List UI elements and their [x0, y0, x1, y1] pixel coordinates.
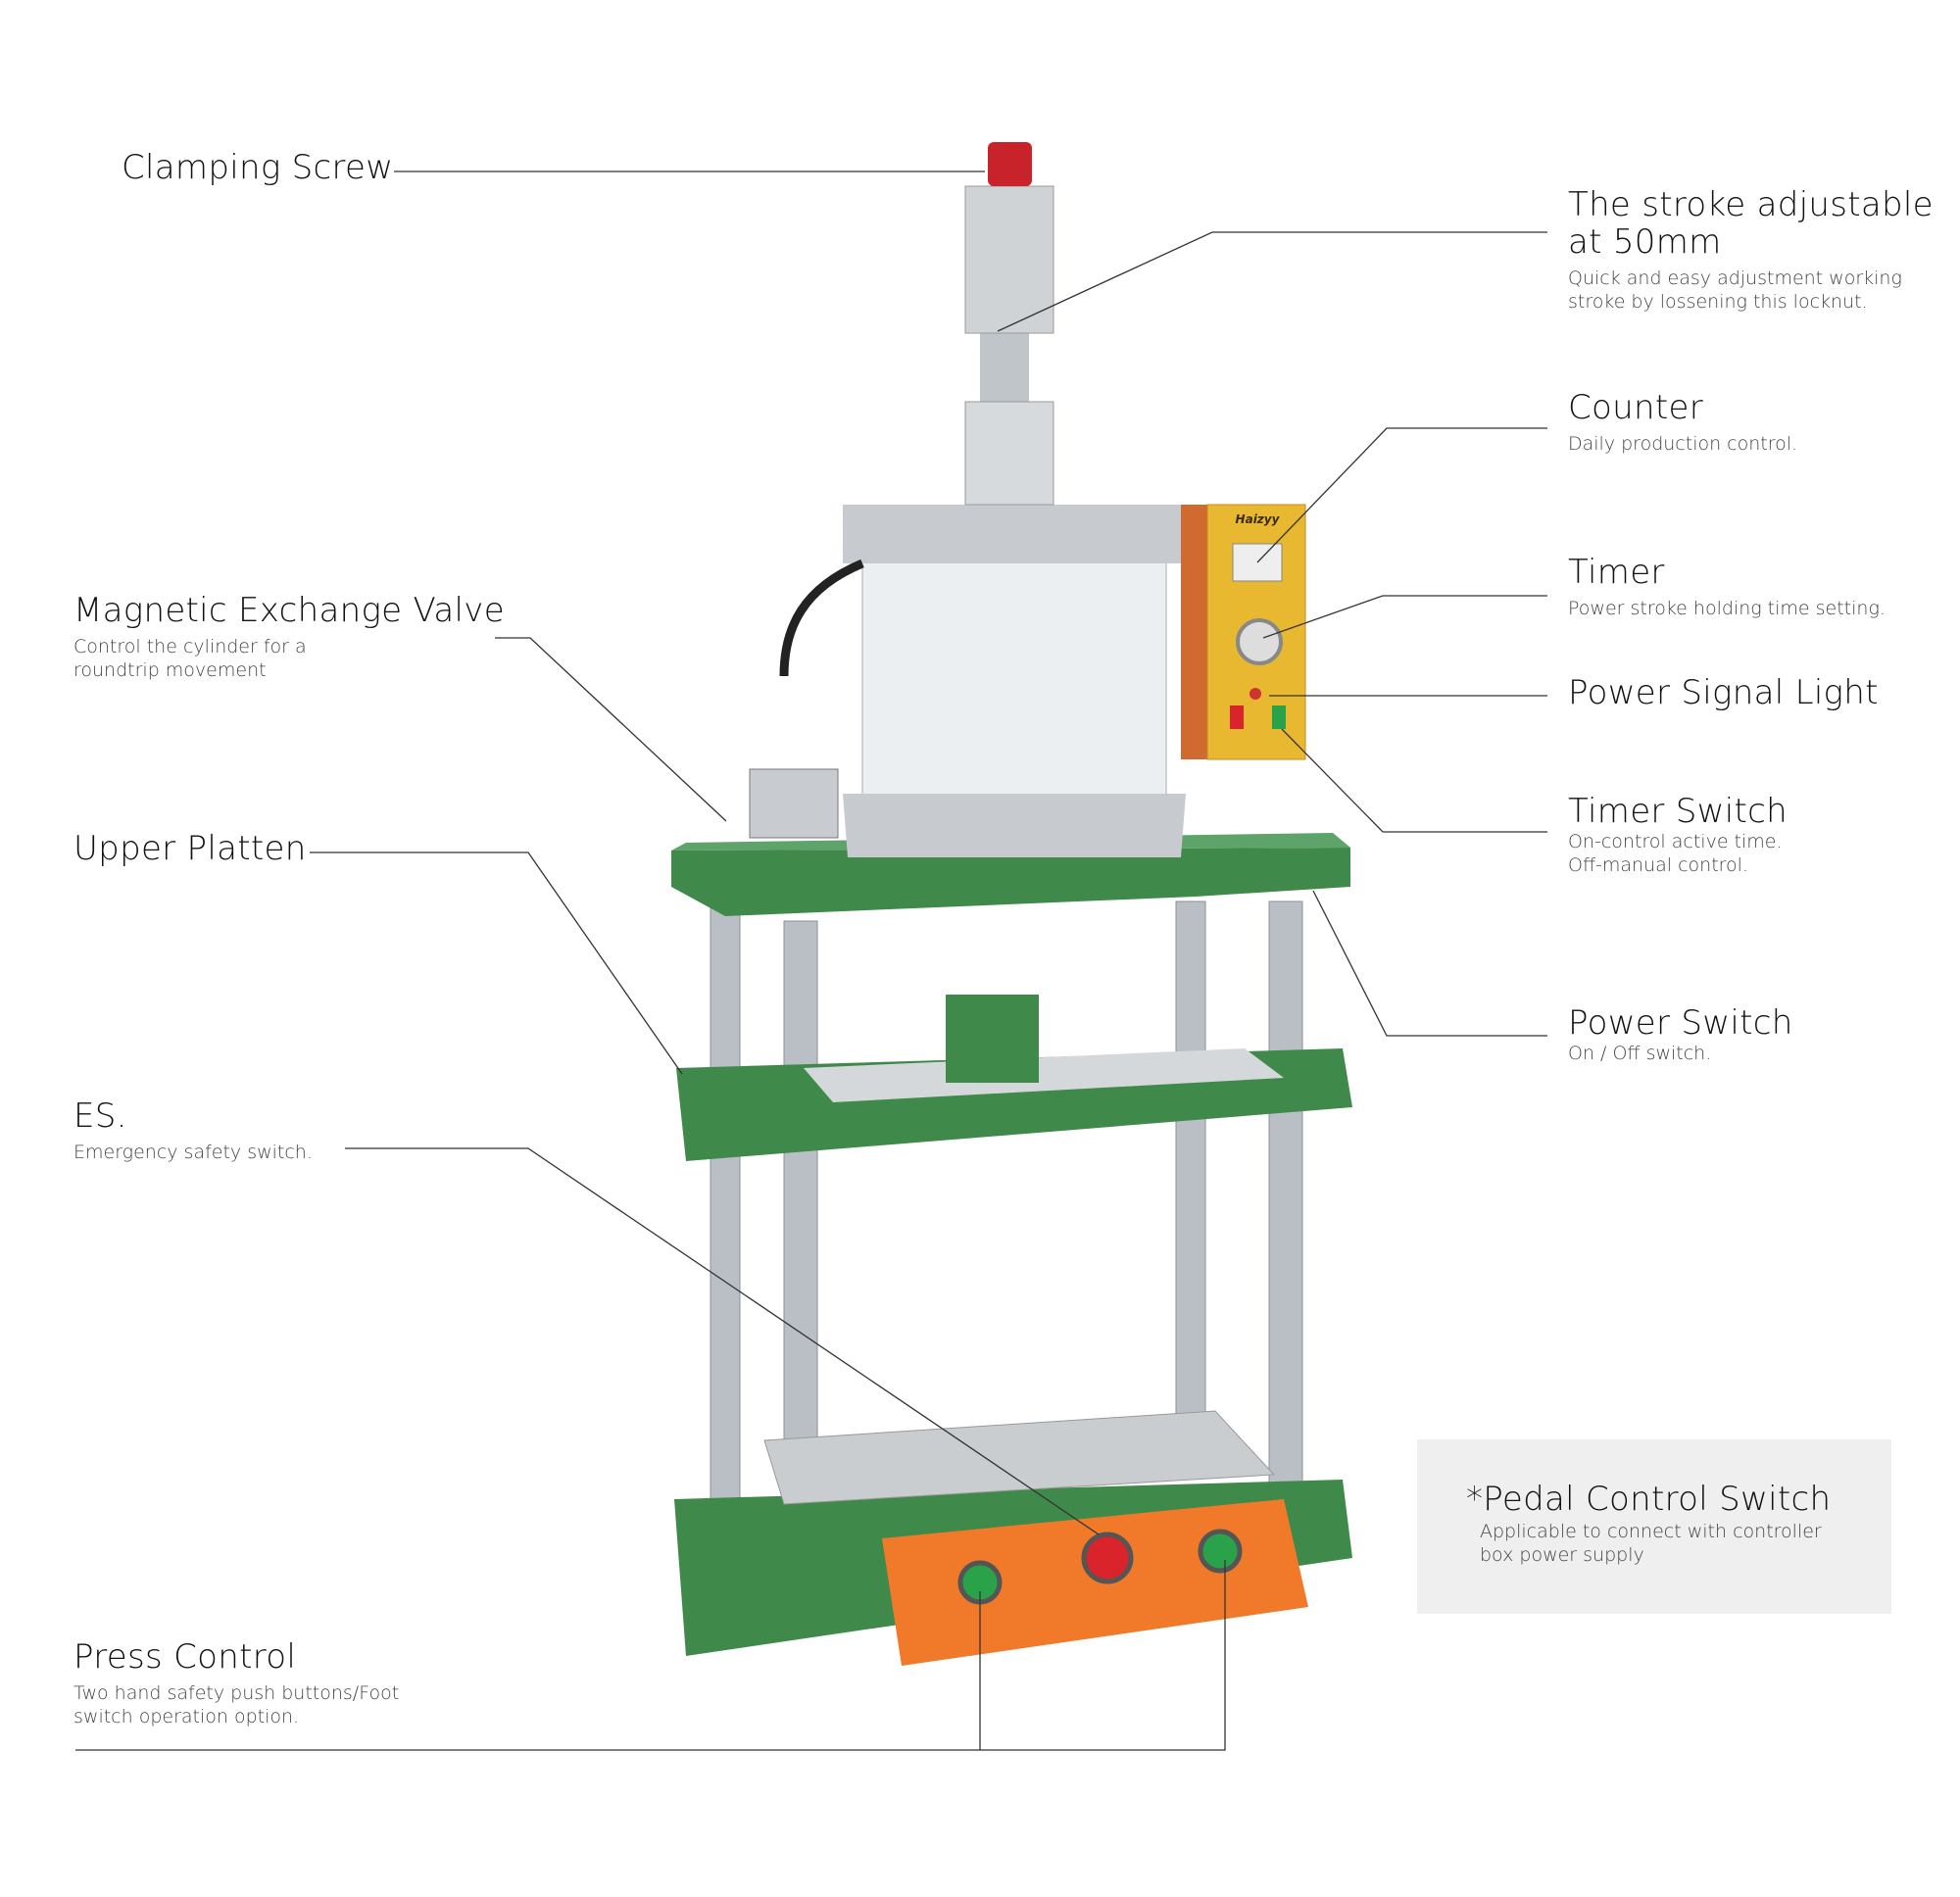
callout-desc: On-control active time.Off-manual contro…: [1568, 830, 1788, 877]
desc-line: box power supply: [1480, 1544, 1644, 1566]
callout-title-2: at 50mm: [1568, 222, 1722, 262]
callout-desc: Emergency safety switch.: [74, 1142, 313, 1163]
piston-rod: [980, 323, 1029, 412]
callout-title: Upper Platten: [74, 829, 307, 868]
desc-line: Applicable to connect with controller: [1480, 1521, 1822, 1542]
callout-magnetic-valve: Magnetic Exchange Valve Control the cyli…: [74, 592, 505, 682]
callout-clamping-screw: Clamping Screw: [122, 149, 393, 186]
callout-es: ES. Emergency safety switch.: [74, 1097, 313, 1164]
desc-line: Control the cylinder for a: [74, 636, 307, 657]
desc-line: roundtrip movement: [74, 659, 267, 681]
callout-title: Magnetic Exchange Valve: [74, 591, 505, 630]
callout-title: The stroke adjustable: [1568, 185, 1934, 224]
upper-platten: [671, 848, 1350, 916]
callout-title: Press Control: [74, 1637, 297, 1677]
callout-title: Power Switch: [1568, 1003, 1793, 1043]
callout-power-switch: Power Switch On / Off switch.: [1568, 1004, 1793, 1065]
lower-platten-surface: [804, 1048, 1284, 1102]
clamping-screw-cap: [988, 142, 1032, 186]
callout-timer-switch: Timer Switch On-control active time.Off-…: [1568, 793, 1788, 877]
pedal-control-note: *Pedal Control Switch Applicable to conn…: [1417, 1439, 1891, 1614]
cylinder-bottom-cap: [843, 794, 1186, 857]
desc-line: Two hand safety push buttons/Foot: [74, 1682, 400, 1704]
start-button-right: [1198, 1529, 1243, 1574]
callout-upper-platten: Upper Platten: [74, 830, 307, 867]
callout-desc: Daily production control.: [1568, 433, 1798, 455]
magnetic-valve: [749, 768, 839, 839]
control-box-side: [1181, 505, 1210, 759]
power-signal-light: [1250, 688, 1261, 700]
callout-desc: On / Off switch.: [1568, 1043, 1712, 1064]
locknut: [964, 401, 1054, 506]
callout-title: *Pedal Control Switch: [1466, 1480, 1832, 1519]
cylinder-body: [861, 558, 1167, 800]
callout-press-control: Press Control Two hand safety push butto…: [74, 1638, 399, 1728]
callout-title: Power Signal Light: [1568, 673, 1879, 712]
callout-desc: Power stroke holding time setting.: [1568, 598, 1886, 619]
callout-title: ES.: [74, 1096, 127, 1136]
callout-title: Counter: [1568, 388, 1703, 427]
callout-stroke: The stroke adjustable at 50mm Quick and …: [1568, 186, 1934, 314]
callout-title: Clamping Screw: [122, 148, 394, 187]
timer-switch: [1272, 705, 1286, 729]
callout-counter: Counter Daily production control.: [1568, 389, 1797, 456]
emergency-stop-button: [1081, 1532, 1134, 1584]
callout-timer: Timer Power stroke holding time setting.: [1568, 554, 1886, 620]
callout-title: Timer Switch: [1568, 792, 1788, 831]
air-hose: [779, 559, 864, 677]
desc-line: switch operation option.: [74, 1706, 300, 1727]
worktable: [763, 1410, 1276, 1505]
control-box-brand-logo: Haizyy: [1236, 512, 1281, 526]
timer-dial: [1236, 618, 1283, 665]
ram: [946, 995, 1039, 1083]
desc-line: On-control active time.: [1568, 831, 1783, 852]
callout-title: Timer: [1568, 553, 1665, 592]
desc-line: Off-manual control.: [1568, 854, 1748, 876]
cylinder-top-cap: [843, 505, 1186, 563]
desc-line: stroke by lossening this locknut.: [1568, 291, 1868, 313]
power-switch: [1230, 705, 1244, 729]
callout-power-signal-light: Power Signal Light: [1568, 674, 1879, 711]
desc-line: Quick and easy adjustment working: [1568, 268, 1902, 289]
stroke-adjust-sleeve: [964, 185, 1054, 334]
